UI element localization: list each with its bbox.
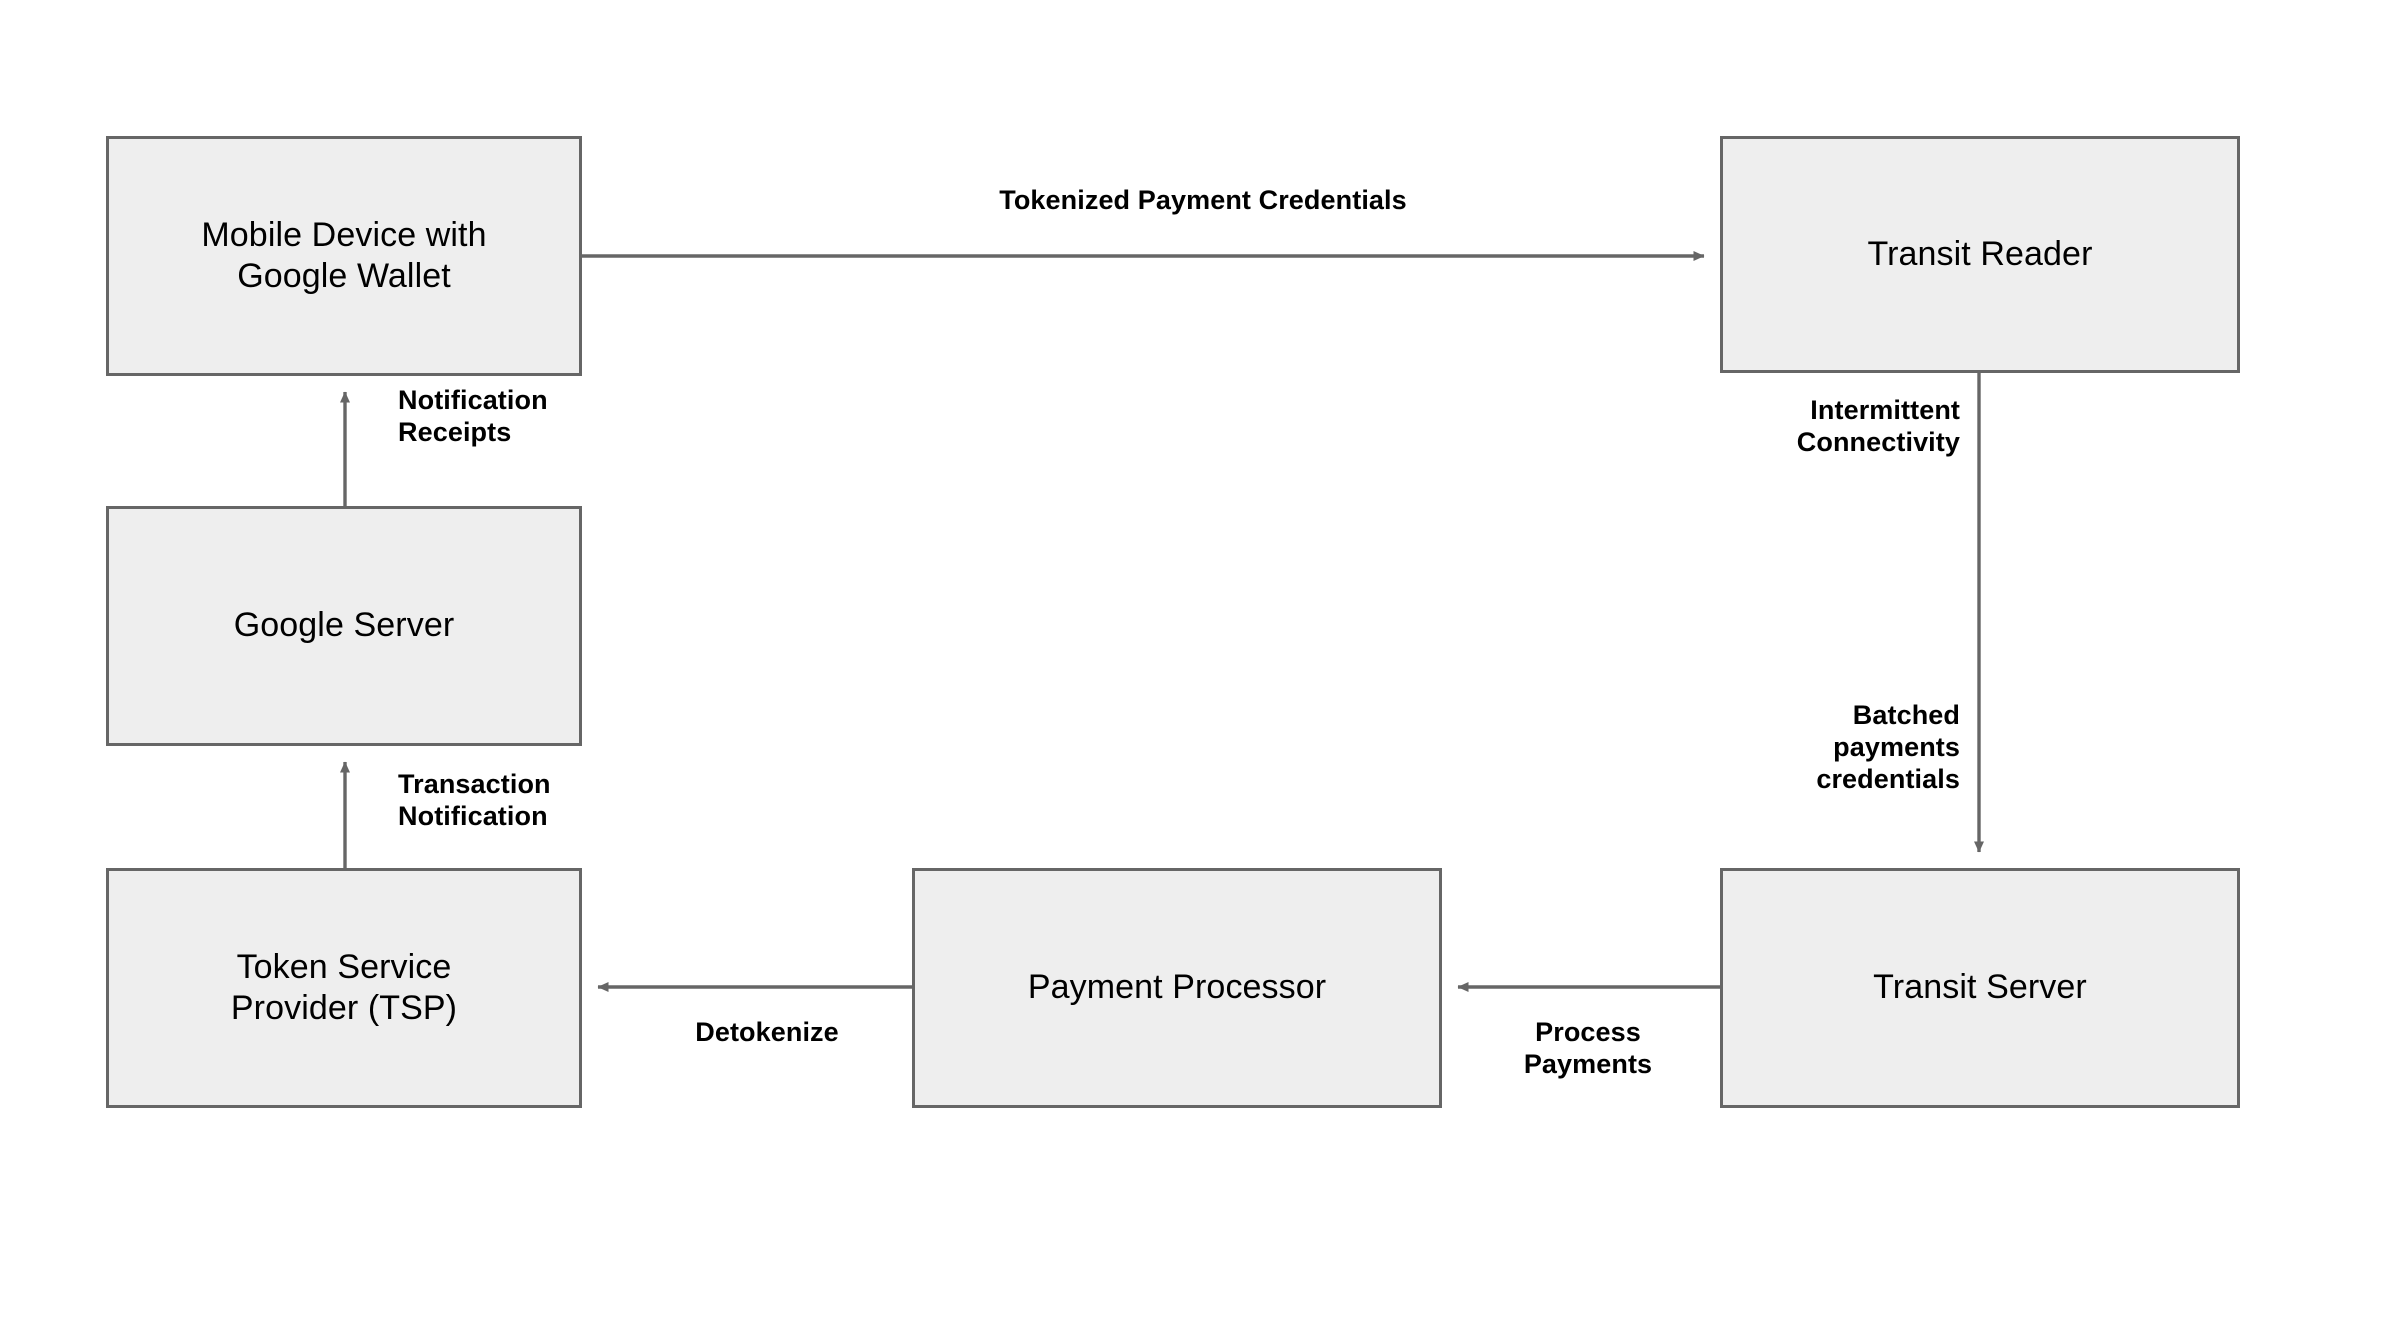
node-payment-processor[interactable]: Payment Processor: [912, 868, 1442, 1108]
node-google-server-label: Google Server: [233, 606, 455, 645]
node-transit-server[interactable]: Transit Server: [1720, 868, 2240, 1108]
edge-label-detokenize: Detokenize: [695, 1017, 839, 1047]
edge-label-batched-payments-credentials: Batched payments credentials: [1816, 700, 1960, 794]
edge-label-tokenized-payment-credentials: Tokenized Payment Credentials: [999, 185, 1407, 215]
node-transit-server-label: Transit Server: [1873, 968, 2087, 1007]
node-mobile-device-label: Mobile Device with Google Wallet: [201, 215, 487, 295]
node-token-service-provider[interactable]: Token Service Provider (TSP): [106, 868, 582, 1108]
edge-label-intermittent-connectivity: Intermittent Connectivity: [1796, 395, 1960, 457]
node-transit-reader[interactable]: Transit Reader: [1720, 136, 2240, 373]
node-google-server[interactable]: Google Server: [106, 506, 582, 746]
node-mobile-device[interactable]: Mobile Device with Google Wallet: [106, 136, 582, 376]
edge-label-transaction-notification: Transaction Notification: [398, 769, 551, 831]
edge-label-process-payments: Process Payments: [1523, 1017, 1653, 1079]
node-payment-processor-label: Payment Processor: [1027, 968, 1327, 1007]
node-transit-reader-label: Transit Reader: [1867, 234, 2093, 273]
edge-label-notification-receipts: Notification Receipts: [398, 385, 548, 447]
node-token-service-provider-label: Token Service Provider (TSP): [230, 947, 458, 1027]
